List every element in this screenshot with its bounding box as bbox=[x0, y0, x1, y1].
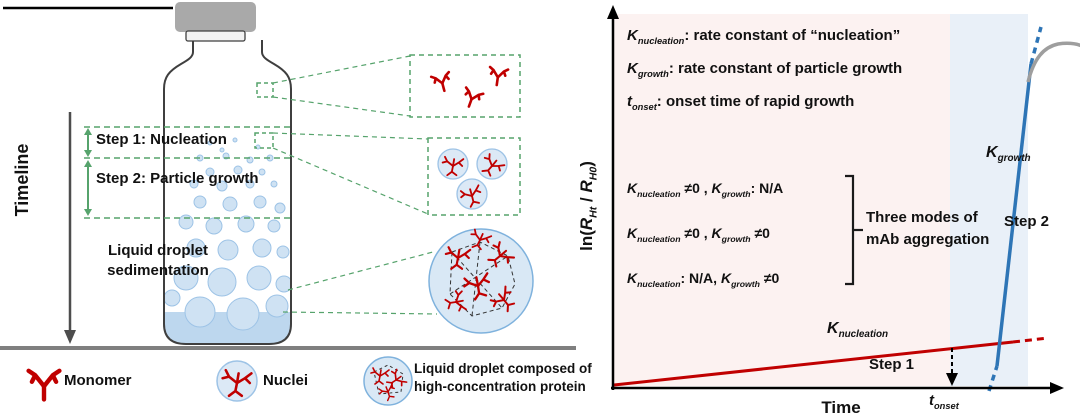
zoom-circle-droplet bbox=[428, 228, 534, 334]
k-symbol: K bbox=[986, 144, 998, 161]
vial-outline bbox=[163, 40, 292, 345]
timeline-arrow bbox=[64, 112, 76, 344]
y-label-mid: / bbox=[577, 192, 596, 207]
x-axis bbox=[611, 382, 1064, 394]
k-subscript: nucleation bbox=[838, 329, 889, 341]
mode-mid: ≠0 , bbox=[680, 225, 712, 242]
k-subscript: growth bbox=[721, 188, 751, 199]
liquid-droplet-icon bbox=[363, 356, 413, 406]
t-subscript: onset bbox=[934, 401, 959, 411]
mode-end: ≠0 bbox=[750, 225, 770, 242]
k-subscript: growth bbox=[731, 279, 760, 290]
legend-droplet-label: Liquid droplet composed of high-concentr… bbox=[414, 360, 592, 396]
k-subscript: growth bbox=[637, 69, 669, 80]
k-symbol: K bbox=[627, 27, 638, 44]
y-label-post: ) bbox=[577, 161, 596, 167]
mode-1: Knucleation ≠0 , Kgrowth: N/A bbox=[627, 180, 783, 199]
definition-nucleation: Knucleation: rate constant of “nucleatio… bbox=[627, 27, 902, 47]
definition-text: : rate constant of particle growth bbox=[668, 60, 903, 78]
timeline-label: Timeline bbox=[12, 143, 32, 217]
definition-text: : rate constant of “nucleation” bbox=[684, 27, 901, 44]
mode-end: ≠0 bbox=[759, 270, 780, 287]
y-axis-label: ln(RHt / RH0) bbox=[577, 121, 603, 291]
definition-growth: Kgrowth: rate constant of particle growt… bbox=[627, 60, 902, 80]
modes-note: Three modes of mAb aggregation bbox=[866, 207, 989, 251]
y-label-r2: R bbox=[577, 180, 596, 193]
k-symbol: K bbox=[627, 60, 638, 78]
definitions-block: Knucleation: rate constant of “nucleatio… bbox=[627, 27, 902, 126]
t-onset-arrow bbox=[946, 348, 958, 386]
x-axis-label: Time bbox=[821, 398, 861, 417]
definition-text: : onset time of rapid growth bbox=[656, 93, 855, 111]
modes-block: Knucleation ≠0 , Kgrowth: N/A Knucleatio… bbox=[627, 180, 783, 316]
zoom-box-monomers bbox=[409, 54, 521, 118]
legend-droplet-line1: Liquid droplet composed of bbox=[414, 361, 592, 376]
legend-monomer-label: Monomer bbox=[64, 372, 132, 389]
legend-droplet-line2: high-concentration protein bbox=[414, 379, 586, 395]
k-subscript: growth bbox=[997, 153, 1031, 165]
zoom-source-box-1 bbox=[256, 82, 274, 98]
plateau-curve bbox=[1026, 41, 1080, 83]
modes-note-line2: mAb aggregation bbox=[866, 230, 990, 248]
y-label-pre: ln( bbox=[577, 230, 596, 251]
k-symbol: K bbox=[827, 320, 839, 337]
definition-onset: tonset: onset time of rapid growth bbox=[627, 93, 902, 113]
k-symbol: K bbox=[711, 225, 722, 242]
k-subscript: nucleation bbox=[637, 279, 681, 290]
y-label-sub2: H0 bbox=[587, 166, 600, 181]
t-symbol: t bbox=[627, 93, 632, 111]
modes-note-line1: Three modes of bbox=[866, 209, 978, 226]
step2-plot-label: Step 2 bbox=[1004, 213, 1050, 230]
stage-divider-lines bbox=[84, 126, 292, 219]
step1-label: Step 1: Nucleation bbox=[96, 131, 227, 148]
vial-cap bbox=[175, 2, 256, 42]
zoom-box-nuclei bbox=[427, 137, 521, 216]
k-symbol: K bbox=[711, 180, 722, 196]
y-axis bbox=[607, 5, 619, 390]
zoom-source-box-2 bbox=[254, 132, 274, 149]
mode-3: Knucleation: N/A, Kgrowth ≠0 bbox=[627, 270, 783, 289]
t-subscript: onset bbox=[632, 102, 657, 113]
nuclei-icon bbox=[216, 360, 258, 402]
mode-2: Knucleation ≠0 , Kgrowth ≠0 bbox=[627, 225, 783, 244]
k-growth-label: Kgrowth bbox=[986, 143, 1031, 165]
t-symbol: t bbox=[929, 392, 934, 409]
t-onset-label: tonset bbox=[929, 392, 959, 412]
k-symbol: K bbox=[627, 225, 638, 242]
step2-label: Step 2: Particle growth bbox=[96, 170, 259, 187]
k-subscript: nucleation bbox=[637, 234, 681, 245]
k-subscript: nucleation bbox=[637, 36, 685, 46]
k-subscript: growth bbox=[721, 234, 751, 245]
k-symbol: K bbox=[720, 270, 732, 287]
k-symbol: K bbox=[627, 180, 638, 196]
mode-mid: ≠0 , bbox=[680, 180, 712, 196]
sedimentation-label: Liquid droplet sedimentation bbox=[92, 241, 224, 280]
k-symbol: K bbox=[627, 270, 638, 287]
y-label-r1: R bbox=[577, 217, 596, 231]
modes-bracket bbox=[845, 174, 863, 286]
k-nucleation-label: Knucleation bbox=[827, 319, 888, 341]
step2-range-arrow bbox=[84, 160, 92, 216]
legend-nuclei-label: Nuclei bbox=[263, 372, 309, 389]
sedimentation-line2: sedimentation bbox=[107, 261, 209, 279]
monomer-icon bbox=[29, 371, 60, 400]
zoom-connector-lines bbox=[272, 55, 438, 315]
k-subscript: nucleation bbox=[637, 188, 681, 199]
y-label-sub1: Ht bbox=[587, 206, 600, 218]
nucleation-line bbox=[613, 336, 1049, 387]
step1-range-arrow bbox=[84, 128, 92, 157]
sedimentation-line1: Liquid droplet bbox=[108, 242, 208, 259]
mode-end: : N/A bbox=[750, 180, 784, 196]
mode-mid: : N/A, bbox=[680, 270, 721, 287]
step1-plot-label: Step 1 bbox=[869, 356, 915, 373]
